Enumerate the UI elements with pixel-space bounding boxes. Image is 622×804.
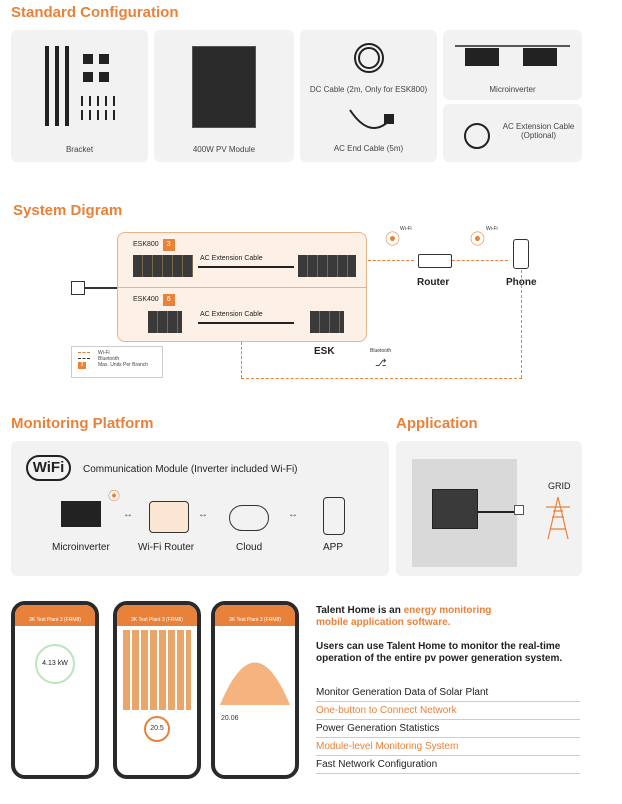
- wifi-link-2: [452, 260, 508, 261]
- microinverter-card: Microinverter: [443, 30, 582, 100]
- esk400-label: ESK400: [133, 296, 159, 303]
- phone3-title: 3K Test Plant 3 (FRM8): [215, 605, 295, 626]
- ac-ext-line-1: [198, 266, 294, 268]
- grid-tower-icon: [546, 496, 570, 540]
- monitoring-title: Monitoring Platform: [11, 415, 154, 432]
- application-card: GRID: [396, 441, 582, 576]
- esk400-count: 6: [162, 294, 175, 306]
- phone2-title: 3K Test Plant 3 (FRM8): [117, 605, 197, 626]
- microinverter-wifi-icon: ⦿: [108, 489, 121, 503]
- phone-mockup-3: 3K Test Plant 3 (FRM8) 20.06: [211, 601, 299, 779]
- app-intro-2: mobile application software.: [316, 617, 451, 628]
- ac-ext-cable-icon: [464, 123, 490, 149]
- legend-wifi: Wi-Fi: [98, 350, 110, 356]
- bracket-card: Bracket: [11, 30, 148, 162]
- wall-socket-icon: [514, 505, 524, 515]
- wifi-signal-icon-2: ⦿: [470, 231, 486, 248]
- ac-end-cable-icon: [349, 109, 394, 129]
- router-icon: [418, 254, 452, 268]
- ac-ext-label-2: AC Extension Cable: [200, 311, 263, 318]
- socket-line: [85, 287, 117, 289]
- bluetooth-label: Bluetooth: [370, 348, 392, 354]
- app-intro-1b: energy monitoring: [403, 605, 492, 616]
- microinverter-icon: [455, 45, 570, 66]
- phone2-value: 20.5: [144, 716, 170, 742]
- mon-app-label: APP: [323, 542, 344, 553]
- bracket-label: Bracket: [65, 145, 94, 154]
- esk400-panels-right: [310, 311, 344, 333]
- pv-module-card: 400W PV Module: [154, 30, 294, 162]
- wifi-logo: WiFi: [26, 455, 71, 481]
- legend-badge: 3: [78, 362, 86, 369]
- microinverter-label: Microinverter: [489, 85, 536, 94]
- dc-cable-label: DC Cable (2m, Only for ESK800): [309, 85, 428, 94]
- esk800-panels-left: [133, 255, 193, 277]
- esk800-panels-right: [298, 255, 356, 277]
- bt-link-h: [241, 378, 522, 379]
- bluetooth-icon: ⎇: [375, 358, 387, 369]
- feature-1: Monitor Generation Data of Solar Plant: [316, 687, 580, 702]
- ac-ext-label-1: AC Extension Cable: [200, 255, 263, 262]
- router-label: Router: [417, 277, 450, 288]
- microinverter-device-icon: [61, 501, 101, 527]
- feature-2: One-button to Connect Network: [316, 705, 580, 720]
- cables-card: DC Cable (2m, Only for ESK800) AC End Ca…: [300, 30, 437, 162]
- pv-module-label: 400W PV Module: [192, 145, 256, 154]
- phone1-title: 3K Test Plant 3 (FRM8): [15, 605, 95, 626]
- mon-microinverter-label: Microinverter: [52, 542, 110, 553]
- app-description: Users can use Talent Home to monitor the…: [316, 641, 563, 664]
- monitoring-card: WiFi Communication Module (Inverter incl…: [11, 441, 389, 576]
- wifi-router-icon: [149, 501, 189, 533]
- system-legend: Wi-Fi Bluetooth 3 Max. Units Per Branch: [71, 346, 163, 378]
- feature-5: Fast Network Configuration: [316, 759, 580, 774]
- socket-icon: [71, 281, 85, 295]
- phone1-power: 4.13 kW: [35, 644, 75, 684]
- ac-ext-cable-optional: (Optional): [520, 131, 557, 140]
- pv-module-icon: [192, 46, 256, 128]
- feature-4: Module-level Monitoring System: [316, 741, 580, 756]
- wifi-link-1: [368, 260, 414, 261]
- ac-ext-line-2: [198, 322, 294, 324]
- cloud-icon: [229, 505, 269, 531]
- dc-cable-icon: [354, 43, 384, 73]
- wifi-signal-icon-1: ⦿: [385, 231, 401, 248]
- wifi-label-1: Wi-Fi: [400, 226, 412, 232]
- ac-ext-cable-card: AC Extension Cable (Optional): [443, 104, 582, 162]
- ac-ext-cable-label: AC Extension Cable: [502, 122, 575, 131]
- phone-mockup-1: 3K Test Plant 3 (FRM8) 4.13 kW: [11, 601, 99, 779]
- application-title: Application: [396, 415, 478, 432]
- phone-icon: [513, 239, 529, 269]
- feature-3: Power Generation Statistics: [316, 723, 580, 738]
- esk400-panels-left: [148, 311, 182, 333]
- bt-link-v-left: [241, 342, 242, 378]
- esk-label: ESK: [314, 346, 335, 357]
- esk800-label: ESK800: [133, 241, 159, 248]
- bt-link-v-right: [521, 270, 522, 378]
- mon-cloud-label: Cloud: [236, 542, 263, 553]
- app-intro-1a: Talent Home is an: [316, 605, 404, 616]
- legend-bluetooth: Bluetooth: [98, 356, 120, 362]
- esk800-count: 3: [162, 239, 175, 251]
- app-phone-icon: [323, 497, 345, 535]
- system-diagram-title: System Digram: [13, 202, 123, 219]
- bracket-icon: [45, 46, 115, 126]
- comm-module-label: Communication Module (Inverter included …: [83, 464, 298, 475]
- grid-label: GRID: [548, 481, 571, 491]
- wifi-label-2: Wi-Fi: [486, 226, 498, 232]
- ac-end-cable-label: AC End Cable (5m): [333, 144, 404, 153]
- standard-config-title: Standard Configuration: [11, 4, 179, 21]
- phone3-value: 20.06: [221, 715, 239, 722]
- inverter-on-wall-icon: [432, 489, 478, 529]
- phone-mockup-2: 3K Test Plant 3 (FRM8) 20.5: [113, 601, 201, 779]
- legend-max-units: Max. Units Per Branch: [98, 362, 149, 368]
- mon-router-label: Wi-Fi Router: [138, 542, 195, 553]
